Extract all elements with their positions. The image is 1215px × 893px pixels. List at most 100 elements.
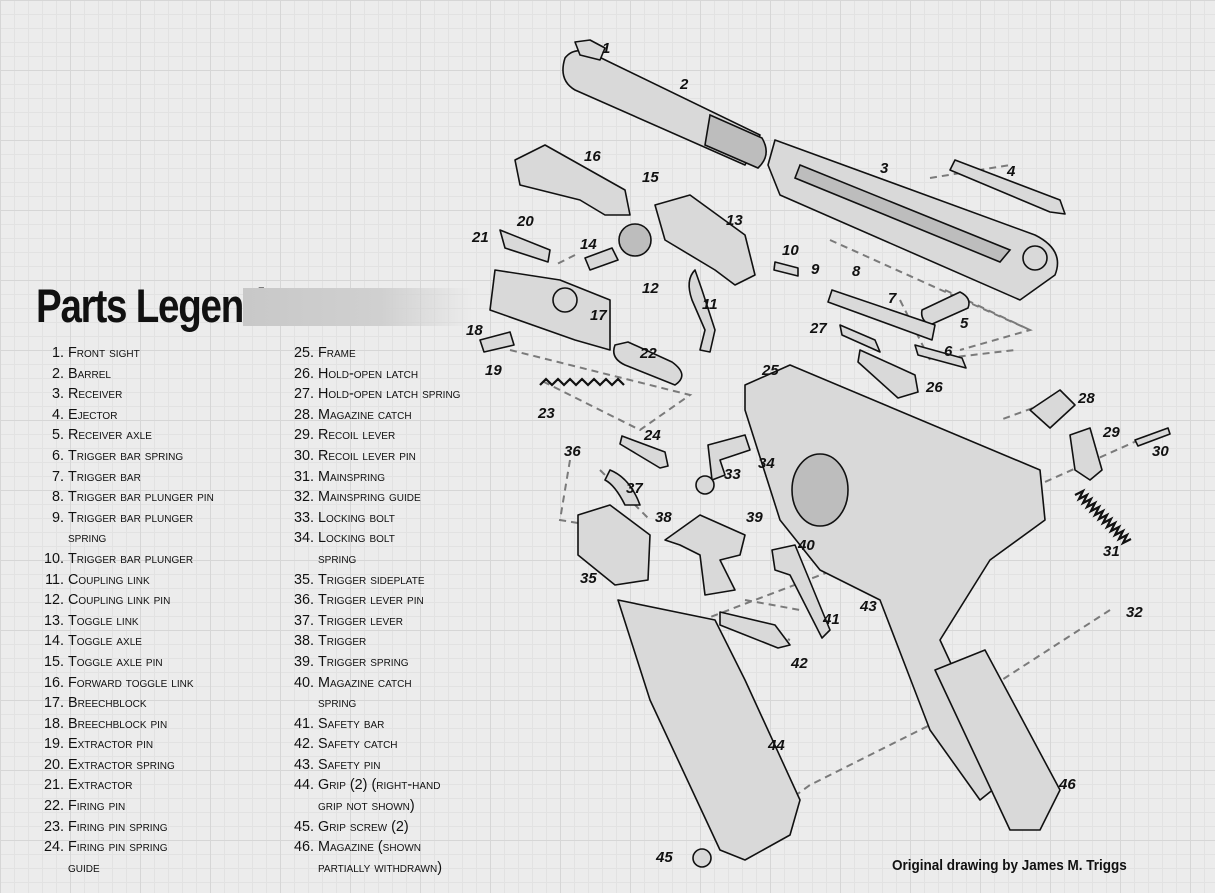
breechblock-part (489, 269, 611, 351)
callout-number: 25 (761, 362, 779, 379)
legend-item-label-continued: grip not shown) (318, 798, 415, 815)
callout-number: 11 (702, 296, 718, 313)
legend-item: 15.Toggle axle pin (36, 652, 286, 673)
legend-item: 6.Trigger bar spring (36, 446, 286, 467)
trigger-lever-part (604, 469, 641, 506)
callout-number: 35 (580, 570, 597, 587)
legend-item-label: Forward toggle link (68, 674, 194, 691)
breechblock-pin-part (479, 331, 515, 353)
legend-item: 31.Mainspring (286, 467, 536, 488)
legend-item: 20.Extractor spring (36, 755, 286, 776)
legend-item-label-continued: spring (68, 530, 107, 547)
legend-item-label: Extractor pin (68, 736, 154, 753)
callout-number: 46 (1058, 776, 1076, 793)
legend-item-number: 17. (43, 695, 64, 712)
legend-item-number: 22. (43, 798, 64, 815)
legend-item-number: 19. (43, 736, 64, 753)
callout-number: 28 (1077, 390, 1095, 407)
legend-item: 30.Recoil lever pin (286, 446, 536, 467)
callout-number: 36 (564, 443, 581, 460)
callout-number: 6 (944, 343, 953, 360)
legend-item-label: Locking bolt (318, 509, 395, 526)
callout-number: 26 (925, 379, 943, 396)
legend-item-number: 9. (51, 509, 64, 526)
legend-item: 45.Grip screw (2) (286, 817, 536, 838)
legend-item-number: 34. (293, 530, 314, 547)
callout-number: 34 (758, 455, 775, 472)
legend-item-number: 10. (43, 550, 64, 567)
legend-item: 3.Receiver (36, 384, 286, 405)
legend-item-number: 11. (45, 571, 64, 588)
legend-item-number: 28. (293, 406, 314, 423)
trigger-sideplate-part (577, 504, 651, 586)
legend-item: 5.Receiver axle (36, 425, 286, 446)
callout-number: 5 (960, 315, 969, 332)
legend-item: 18.Breechblock pin (36, 714, 286, 735)
legend-item-number: 21. (43, 777, 64, 794)
legend-item-label: Trigger lever (318, 612, 404, 629)
legend-item: 39.Trigger spring (286, 652, 536, 673)
legend-item-label: Hold-open latch spring (318, 386, 461, 403)
trigger-part (664, 514, 746, 596)
legend-item-label: Grip (2) (right-hand (318, 777, 441, 794)
breechblock-hole (552, 287, 578, 313)
callout-number: 31 (1103, 543, 1120, 560)
callout-number: 42 (790, 655, 808, 672)
receiver-axle-part (920, 291, 970, 326)
callout-number: 7 (888, 290, 897, 307)
callout-number: 29 (1102, 424, 1120, 441)
callout-number: 43 (859, 598, 877, 615)
legend-item-number: 20. (43, 756, 64, 773)
legend-item-label: Trigger bar (68, 468, 141, 485)
legend-item: 44.Grip (2) (right-hand grip not shown) (286, 775, 536, 816)
legend-item: 37.Trigger lever (286, 611, 536, 632)
callout-number: 22 (639, 345, 657, 362)
legend-item: 36.Trigger lever pin (286, 590, 536, 611)
legend-item-number: 2. (51, 365, 64, 382)
legend-item-label: Magazine catch (318, 406, 412, 423)
legend-item: 13.Toggle link (36, 611, 286, 632)
receiver-part (767, 139, 1059, 301)
legend-item-label: Front sight (68, 345, 140, 361)
callout-number: 16 (584, 148, 601, 165)
callout-number: 14 (580, 236, 597, 253)
callout-number: 30 (1152, 443, 1169, 460)
legend-item: 35.Trigger sideplate (286, 570, 536, 591)
legend-item-label: Trigger (318, 633, 367, 650)
legend-item-label: Safety catch (318, 736, 398, 753)
callout-number: 40 (797, 537, 815, 554)
legend-item-label: Trigger bar plunger (68, 509, 194, 526)
callout-number: 38 (655, 509, 672, 526)
firing-pin-spring-part (539, 377, 625, 387)
legend-item-label: Mainspring (318, 468, 385, 485)
legend-item-number: 1. (51, 345, 64, 361)
legend-item: 22.Firing pin (36, 796, 286, 817)
legend-item: 11.Coupling link (36, 570, 286, 591)
safety-bar-part (771, 544, 831, 639)
callout-number: 39 (746, 509, 763, 526)
legend-item-label-continued: spring (318, 695, 357, 712)
legend-item-label: Trigger bar plunger pin (68, 489, 214, 506)
legend-item-number: 42. (293, 736, 314, 753)
legend-item-label: Firing pin spring (68, 839, 168, 856)
barrel-part (562, 39, 767, 169)
callout-number: 32 (1126, 604, 1143, 621)
trigger-bar-spring-part (914, 344, 967, 369)
legend-item: 33.Locking bolt (286, 508, 536, 529)
legend-item-label: Trigger bar spring (68, 447, 184, 464)
legend-item-number: 7. (51, 468, 64, 485)
legend-item-number: 6. (51, 447, 64, 464)
legend-item-number: 44. (293, 777, 314, 794)
callout-number: 23 (537, 405, 555, 422)
callout-number: 27 (809, 320, 827, 337)
legend-item-label: Safety pin (318, 756, 381, 773)
legend-item: 12.Coupling link pin (36, 590, 286, 611)
forward-toggle-link-part (514, 144, 631, 216)
legend-item-label: Trigger sideplate (318, 571, 425, 588)
legend-item: 9.Trigger bar plunger spring (36, 508, 286, 549)
legend-item: 38.Trigger (286, 631, 536, 652)
